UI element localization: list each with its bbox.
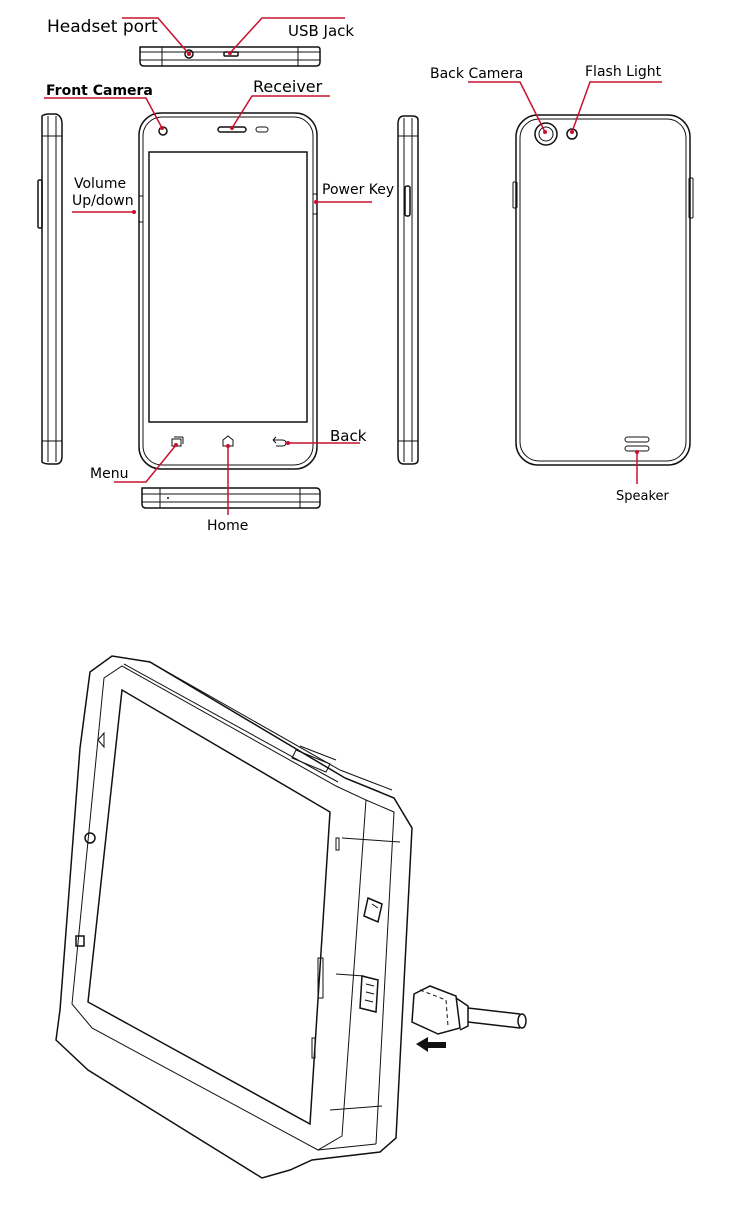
label-speaker: Speaker (616, 489, 670, 504)
bottom-edge-view (142, 488, 320, 508)
label-menu: Menu (90, 466, 128, 482)
label-home: Home (207, 518, 248, 534)
speaker-grille-icon (625, 437, 649, 451)
label-front-camera: Front Camera (46, 83, 153, 99)
label-flash-light: Flash Light (585, 64, 662, 80)
insert-arrow-icon (416, 1037, 446, 1052)
volume-key-side (38, 180, 42, 228)
back-key-icon (273, 437, 286, 446)
right-side-view (398, 116, 418, 464)
back-camera-icon (535, 123, 557, 145)
left-side-view (38, 114, 62, 464)
label-receiver: Receiver (253, 77, 323, 96)
usb-cable (412, 986, 526, 1034)
phone-front-view (139, 113, 317, 469)
iso-home-icon (85, 833, 95, 843)
top-edge-view (140, 47, 320, 66)
power-key-side (405, 186, 410, 216)
phone-iso-body (56, 656, 412, 1178)
iso-back-icon (98, 733, 104, 747)
charging-illustration (56, 656, 526, 1178)
label-volume-line2: Up/down (72, 193, 134, 209)
label-volume-line1: Volume (74, 176, 126, 192)
iso-usb-port (336, 974, 378, 1012)
label-usb-jack: USB Jack (288, 22, 354, 40)
iso-menu-icon (76, 936, 84, 946)
label-back: Back (330, 427, 367, 445)
label-power-key: Power Key (322, 182, 394, 198)
label-headset-port: Headset port (47, 17, 158, 37)
label-back-camera: Back Camera (430, 66, 523, 82)
front-screen (149, 152, 307, 422)
phone-back-view (513, 115, 693, 465)
